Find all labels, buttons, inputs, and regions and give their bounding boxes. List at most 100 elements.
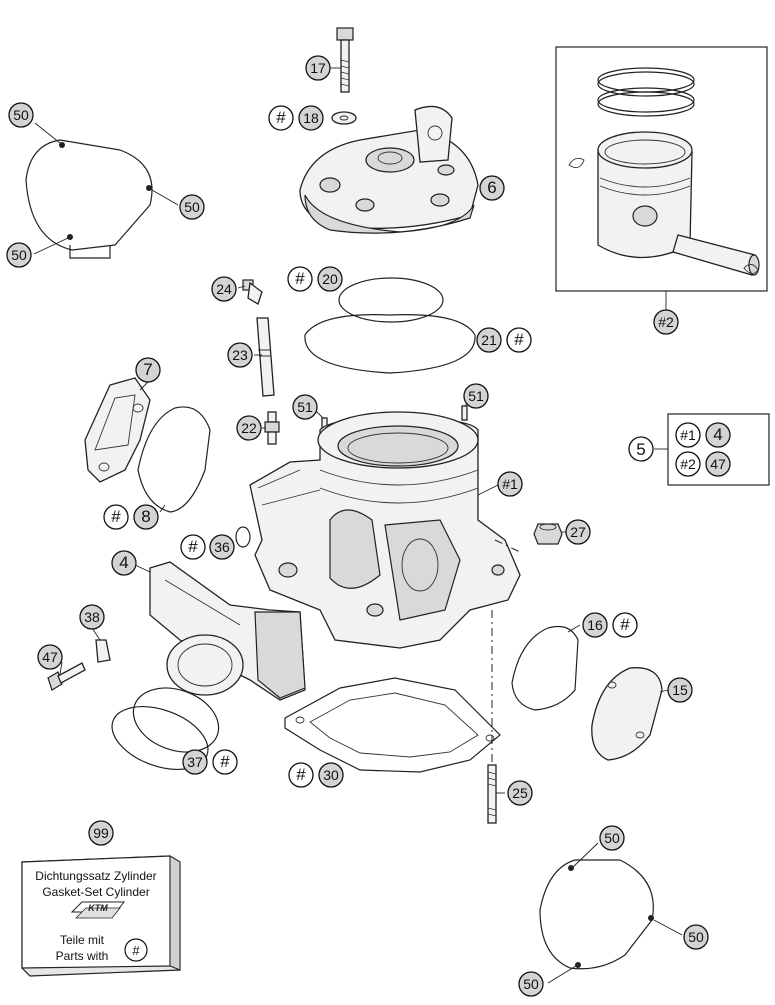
- callout-number: #: [620, 615, 630, 634]
- svg-text:47: 47: [710, 456, 726, 472]
- callout-c21: 21: [476, 327, 502, 353]
- callout-c50a: 50: [8, 102, 34, 128]
- cylinder-stud: [487, 764, 497, 824]
- callout-number: #1: [502, 476, 518, 492]
- piston: [597, 131, 693, 259]
- callout-c36: 36: [209, 534, 235, 560]
- stud-axis-upper: [494, 539, 521, 553]
- callout-c36h: #: [180, 534, 206, 560]
- socket-screw: [47, 662, 86, 691]
- callout-number: 37: [187, 754, 203, 770]
- kit-title-de: Dichtungssatz Zylinder: [35, 869, 156, 883]
- callout-c23: 23: [227, 342, 253, 368]
- callout-number: 50: [184, 199, 200, 215]
- callout-c51a: 51: [292, 394, 318, 420]
- callout-number: 24: [216, 281, 232, 297]
- callout-number: 22: [241, 420, 257, 436]
- callout-c50f: 50: [518, 971, 544, 997]
- kit-note-de: Teile mit: [60, 933, 105, 947]
- pin-clip-right: [743, 264, 759, 274]
- callout-c37h: #: [212, 749, 238, 775]
- callout-number: 38: [84, 609, 100, 625]
- callout-c37: 37: [182, 749, 208, 775]
- intake-flange: [149, 561, 306, 701]
- callout-number: 7: [143, 360, 152, 379]
- callout-c21h: #: [506, 327, 532, 353]
- callout-layer: 17#186505050#2#2021#24237225151#1#8#3627…: [6, 55, 731, 997]
- pin-clip-left: [568, 157, 585, 169]
- callout-number: #: [111, 507, 121, 526]
- side-cover-gasket: [511, 625, 579, 711]
- head-bolt: [336, 27, 354, 93]
- ktm-logo: KTM: [70, 901, 126, 919]
- cylinder-base-gasket: [284, 677, 501, 773]
- callout-number: #: [220, 752, 230, 771]
- callout-c1: #1: [497, 471, 523, 497]
- callout-number: 30: [323, 767, 339, 783]
- callout-number: #: [514, 330, 524, 349]
- callout-kit-label: 5: [628, 436, 654, 462]
- callout-c22: 22: [236, 415, 262, 441]
- small-oring: [235, 526, 251, 548]
- kit-note-en: Parts with: [56, 949, 109, 963]
- callout-number: 51: [297, 399, 313, 415]
- callout-number: #2: [658, 314, 674, 330]
- callout-number: 20: [322, 271, 338, 287]
- callout-c25: 25: [507, 780, 533, 806]
- callout-number: 18: [303, 110, 319, 126]
- callout-c50e: 50: [683, 924, 709, 950]
- clamp-plate: [95, 639, 111, 663]
- callout-number: 23: [232, 347, 248, 363]
- kit-item: 47: [705, 451, 731, 477]
- callout-c7: 7: [135, 357, 161, 383]
- callout-c6: 6: [479, 175, 505, 201]
- callout-c27: 27: [565, 519, 591, 545]
- callout-c99: 99: [88, 820, 114, 846]
- washer: [331, 111, 357, 125]
- callout-number: #: [296, 765, 306, 784]
- callout-number: 15: [672, 682, 688, 698]
- cylinder-head: [299, 105, 479, 234]
- svg-text:#2: #2: [680, 456, 696, 472]
- callout-number: #: [276, 108, 286, 127]
- callout-c30h: #: [288, 762, 314, 788]
- callout-number: 50: [11, 247, 27, 263]
- callout-number: 99: [93, 825, 109, 841]
- callout-c50d: 50: [599, 825, 625, 851]
- callout-c18h: #: [268, 105, 294, 131]
- callout-c8h: #: [103, 504, 129, 530]
- hose-fitting: [242, 279, 263, 305]
- svg-text:#: #: [132, 943, 140, 958]
- callout-number: #: [295, 269, 305, 288]
- callout-number: 21: [481, 332, 497, 348]
- callout-number: 17: [310, 60, 326, 76]
- callout-number: 50: [688, 929, 704, 945]
- callout-number: 51: [468, 388, 484, 404]
- kit-title-en: Gasket-Set Cylinder: [42, 885, 149, 899]
- callout-c4: 4: [111, 550, 137, 576]
- piston-rings: [597, 67, 695, 117]
- callout-number: 25: [512, 785, 528, 801]
- side-cover: [591, 667, 663, 761]
- callout-c24: 24: [211, 276, 237, 302]
- water-nipple: [264, 411, 280, 445]
- kit-item: 4: [705, 422, 731, 448]
- hex-nut: [533, 523, 563, 545]
- callout-number: 50: [523, 976, 539, 992]
- callout-c2: #2: [653, 309, 679, 335]
- callout-c50b: 50: [179, 194, 205, 220]
- callout-number: 36: [214, 539, 230, 555]
- exhaust-control-cover: [84, 377, 151, 483]
- callout-c20h: #: [287, 266, 313, 292]
- callout-number: 47: [42, 649, 58, 665]
- callout-number: 8: [141, 507, 150, 526]
- callout-number: 6: [487, 178, 496, 197]
- callout-number: 50: [604, 830, 620, 846]
- bottom-right-cover-gasket: [539, 859, 654, 970]
- intake-oring-2: [111, 706, 209, 770]
- svg-text:5: 5: [636, 440, 645, 459]
- callout-number: 16: [587, 617, 603, 633]
- intake-oring-1: [132, 687, 220, 753]
- head-oring-small: [338, 277, 444, 323]
